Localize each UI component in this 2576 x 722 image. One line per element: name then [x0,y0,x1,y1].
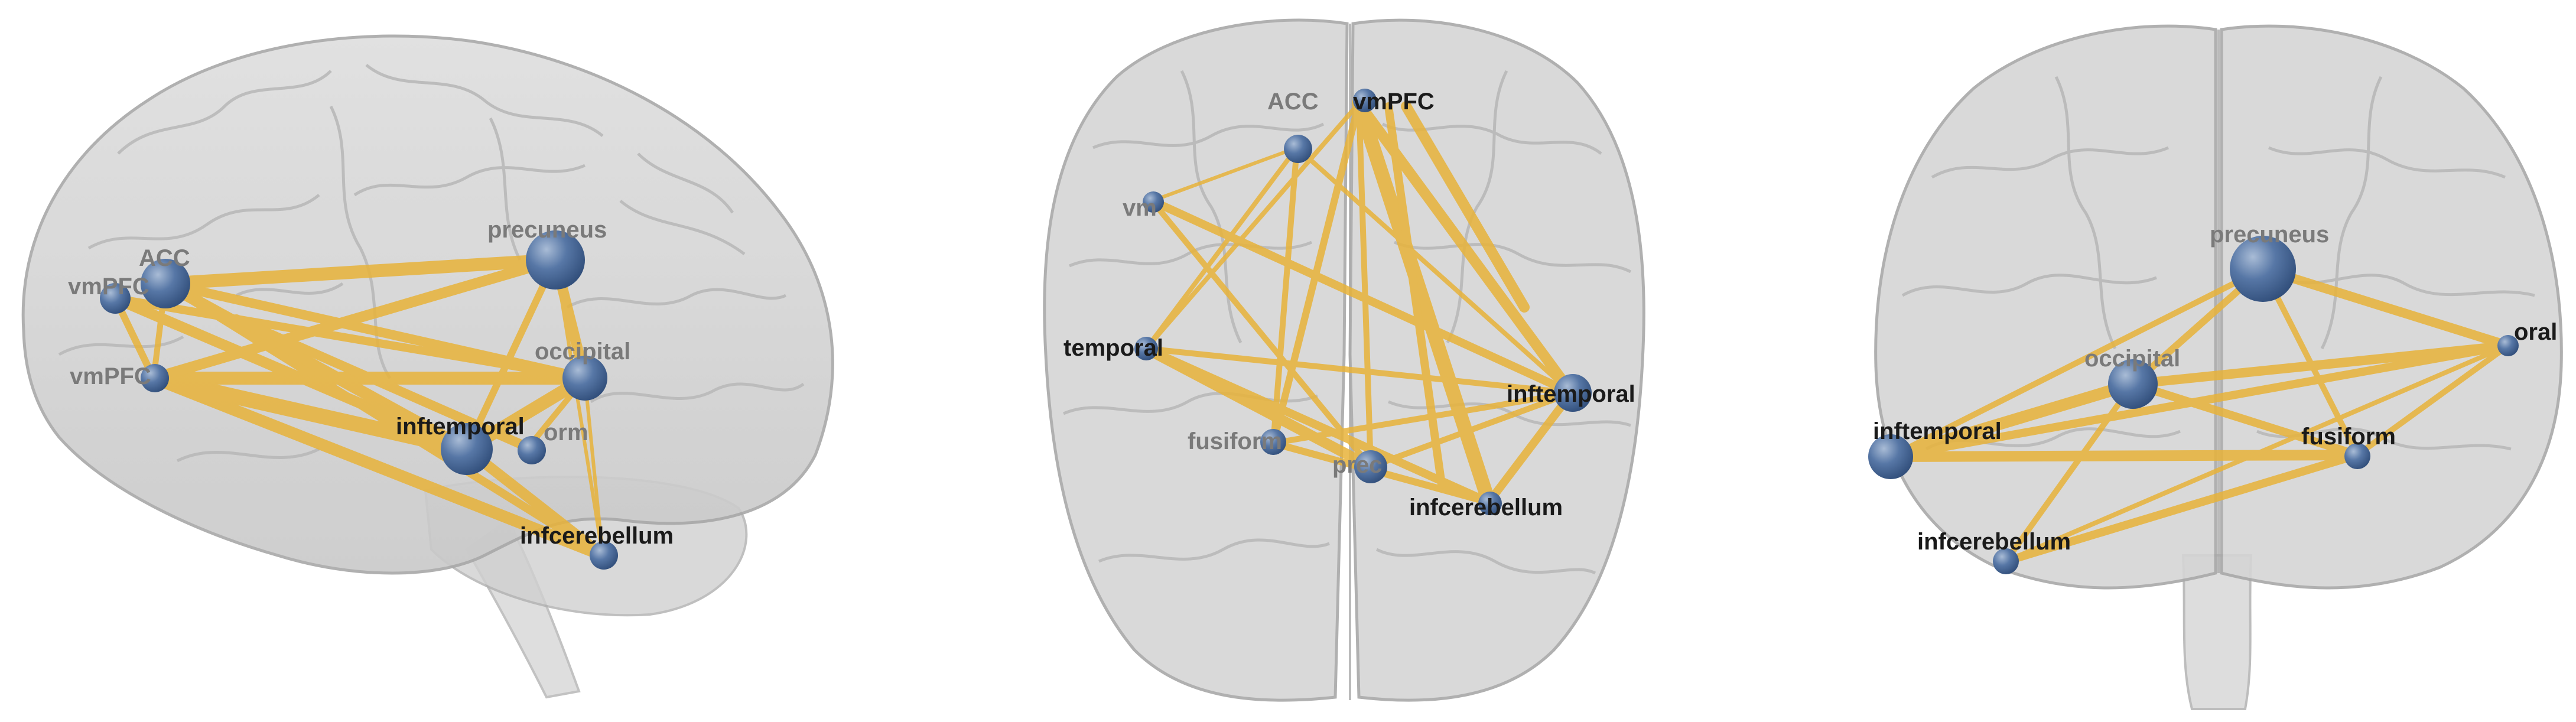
node-vmPFC2 [1143,191,1164,213]
node-temporal [1134,337,1158,360]
node-occipital [2108,359,2158,409]
label-inftemporal: inftemporal [396,414,525,440]
nodes [100,230,618,570]
label-inftemporal: inftemporal [1507,381,1635,407]
node-infcerebellum [590,541,618,570]
label-precuneus: prec [1332,452,1383,478]
node-inftemporal [1554,374,1592,412]
node-precuneus [1354,450,1387,483]
label-temporal: oral [2514,319,2557,345]
brainstem-shape [2181,554,2253,710]
connection-edges [110,253,609,561]
axial-brain-graphic: vmPFC ACC vm temporal inftemporal fusifo… [1043,18,1645,702]
node-vmPFC [1353,89,1377,112]
axial-view: vmPFC ACC vm temporal inftemporal fusifo… [1004,0,1684,722]
coronal-brain-graphic: precuneus occipital oral inftemporal fus… [1868,24,2563,710]
node-precuneus [2230,236,2296,302]
node-labels: vmPFC ACC vm temporal inftemporal fusifo… [1063,89,1635,521]
label-temporal: temporal [1063,335,1163,361]
node-labels: precuneus occipital oral inftemporal fus… [1873,222,2557,555]
label-infcerebellum: infcerebellum [1409,495,1563,521]
sagittal-view: ACC vmPFC vmPFC precuneus occipital inft… [0,0,857,722]
node-labels: ACC vmPFC vmPFC precuneus occipital inft… [68,217,674,549]
label-fusiform: fusiform [2301,424,2396,450]
label-inftemporal: inftemporal [1873,418,2002,444]
node-ACC [1284,135,1312,163]
label-occipital: occipital [2084,346,2180,372]
cerebrum-shape [21,34,834,575]
coronal-view: precuneus occipital oral inftemporal fus… [1861,0,2576,722]
label-vmPFC-lower: vmPFC [70,363,151,389]
node-inftemporal [441,423,493,475]
node-vmPFC-upper [100,283,131,314]
left-hemisphere-shape [1043,18,1349,702]
label-vmPFC: vmPFC [1353,89,1435,115]
label-fusiform: orm [544,419,588,445]
label-vmPFC2: vm [1123,195,1157,221]
connection-edges [1885,264,2513,565]
connection-edges [1141,96,1577,509]
nodes [1868,236,2519,574]
node-infcerebellum [1478,492,1502,515]
node-precuneus [526,230,585,290]
label-infcerebellum: infcerebellum [1917,529,2071,555]
label-infcerebellum: infcerebellum [520,523,674,549]
node-fusiform [518,436,546,464]
label-vmPFC-upper: vmPFC [68,274,149,300]
label-precuneus: precuneus [2210,222,2329,248]
node-inftemporal [1868,434,1913,479]
node-ACC [141,259,190,308]
label-ACC: ACC [1267,89,1319,115]
sagittal-brain-graphic: ACC vmPFC vmPFC precuneus occipital inft… [21,34,834,699]
node-fusiform [1260,429,1286,455]
node-vmPFC-lower [141,364,169,392]
node-temporal [2497,335,2519,356]
node-occipital [562,356,607,401]
node-infcerebellum [1993,548,2019,574]
label-precuneus: precuneus [487,217,607,243]
label-occipital: occipital [535,339,630,365]
nodes [1134,89,1592,515]
label-ACC: ACC [139,245,190,271]
node-fusiform [2344,443,2370,469]
label-fusiform: fusiform [1188,428,1282,454]
